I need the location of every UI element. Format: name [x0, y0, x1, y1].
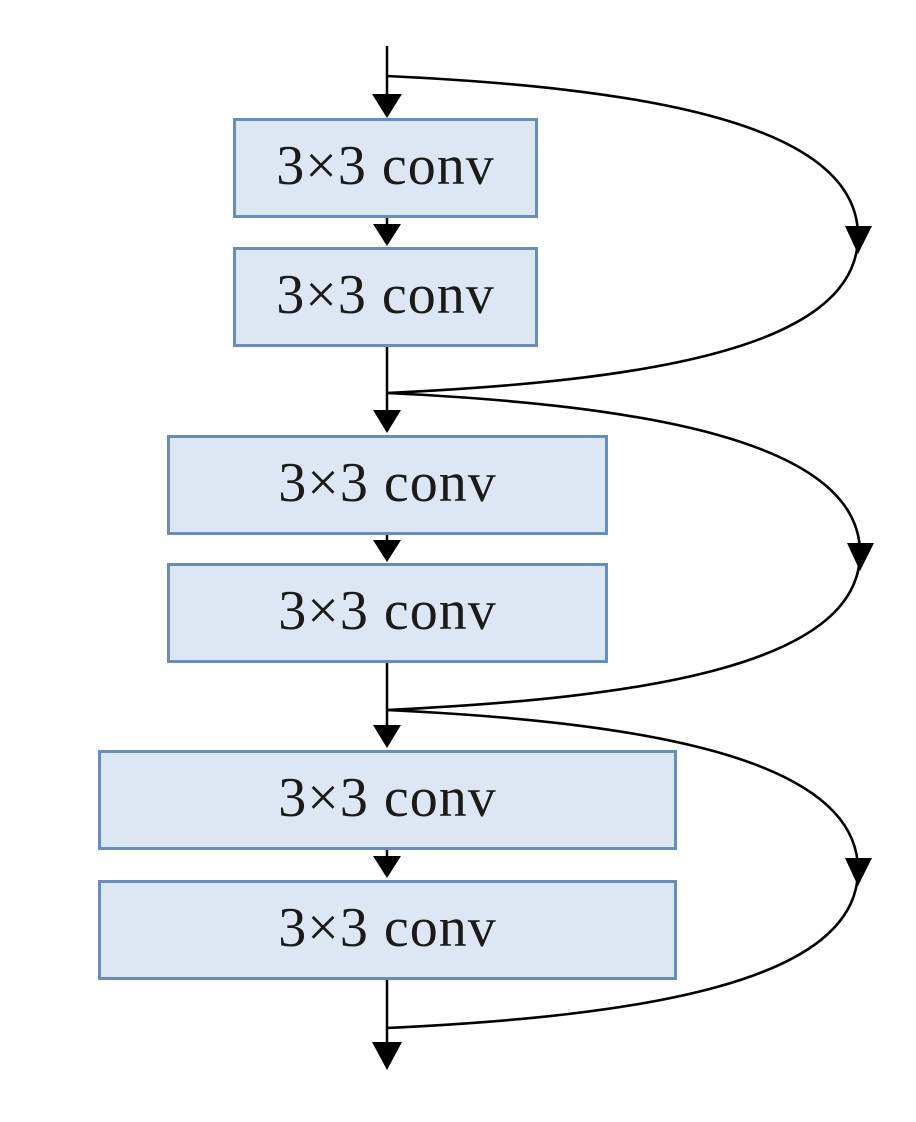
- skip-connection-1-arrowhead-icon: [845, 226, 872, 254]
- skip-connection-3-arrowhead-icon: [845, 858, 872, 886]
- conv-box-2: 3×3 conv: [233, 247, 538, 347]
- conv-box-5-label: 3×3 conv: [278, 767, 497, 829]
- conv-box-6: 3×3 conv: [98, 880, 677, 980]
- conv-box-5: 3×3 conv: [98, 750, 677, 850]
- input-arrow: [372, 46, 402, 118]
- conv-box-1: 3×3 conv: [233, 118, 538, 218]
- conv-box-4-label: 3×3 conv: [278, 580, 497, 642]
- conv-box-6-label: 3×3 conv: [278, 897, 497, 959]
- arrow-conv1-conv2: [373, 218, 401, 246]
- arrow-conv5-conv6: [373, 850, 401, 878]
- conv-box-3: 3×3 conv: [167, 435, 608, 535]
- input-arrowhead-icon: [372, 94, 402, 118]
- conv-box-3-label: 3×3 conv: [278, 452, 497, 514]
- conv-box-4: 3×3 conv: [167, 563, 608, 663]
- skip-connection-2: [386, 391, 874, 712]
- arrow-conv3-conv4: [373, 535, 401, 562]
- skip-connection-1: [386, 74, 872, 395]
- output-arrow: [372, 980, 402, 1070]
- conv-box-2-label: 3×3 conv: [276, 264, 495, 326]
- skip-connection-2-arrowhead-icon: [847, 543, 874, 571]
- arrow-conv5-conv6-arrowhead-icon: [373, 856, 401, 878]
- arrow-conv4-conv5: [373, 663, 401, 748]
- arrow-conv3-conv4-arrowhead-icon: [373, 540, 401, 562]
- output-arrowhead-icon: [372, 1042, 402, 1070]
- conv-box-1-label: 3×3 conv: [276, 135, 495, 197]
- arrow-conv1-conv2-arrowhead-icon: [373, 224, 401, 246]
- arrow-conv2-conv3: [373, 347, 401, 433]
- skip-connection-3: [386, 708, 872, 1030]
- arrow-conv2-conv3-arrowhead-icon: [373, 410, 401, 433]
- arrow-conv4-conv5-arrowhead-icon: [373, 725, 401, 748]
